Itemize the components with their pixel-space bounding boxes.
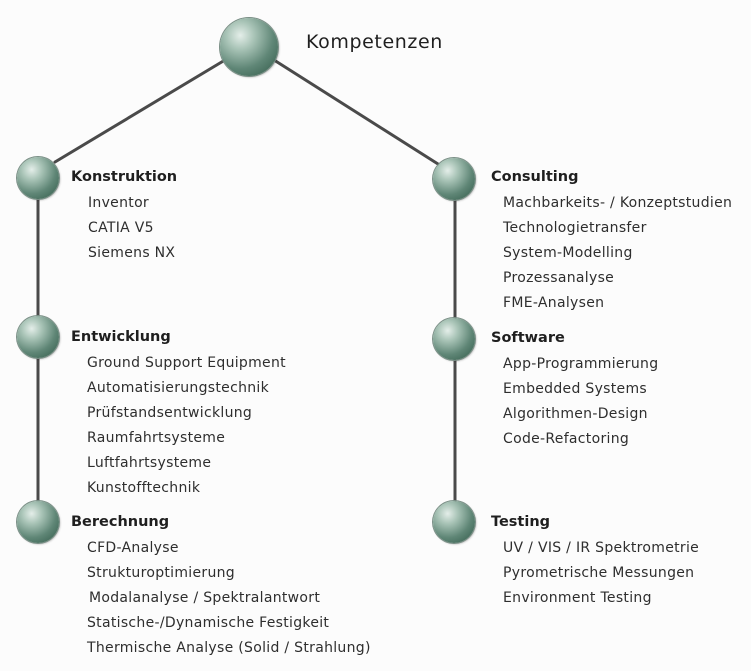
item-list-konstruktion: Inventor CATIA V5 Siemens NX: [88, 191, 177, 266]
node-consulting: [433, 158, 475, 200]
list-item: Modalanalyse / Spektralantwort: [89, 590, 321, 606]
list-item: Environment Testing: [503, 590, 652, 606]
list-item: CFD-Analyse: [87, 540, 179, 556]
group-consulting: Consulting Machbarkeits- / Konzeptstudie…: [491, 167, 732, 316]
list-item: Automatisierungstechnik: [87, 380, 270, 396]
list-item: Inventor: [88, 195, 149, 211]
list-item: Machbarkeits- / Konzeptstudien: [503, 195, 733, 211]
item-list-entwicklung: Ground Support Equipment Automatisierung…: [87, 351, 286, 501]
list-item: Prozessanalyse: [503, 270, 615, 286]
list-item: FME-Analysen: [503, 295, 605, 311]
connector-root-right: [272, 58, 440, 166]
group-software: Software App-Programmierung Embedded Sys…: [491, 328, 658, 452]
item-list-consulting: Machbarkeits- / Konzeptstudien Technolog…: [503, 191, 732, 316]
list-item: Prüfstandsentwicklung: [87, 405, 253, 421]
group-title-konstruktion: Konstruktion: [71, 169, 178, 185]
list-item: CATIA V5: [88, 220, 154, 236]
list-item: Algorithmen-Design: [503, 406, 648, 422]
list-item: Raumfahrtsysteme: [87, 430, 226, 446]
group-testing: Testing UV / VIS / IR Spektrometrie Pyro…: [491, 512, 699, 611]
connector-root-left: [53, 58, 227, 164]
group-konstruktion: Konstruktion Inventor CATIA V5 Siemens N…: [71, 167, 177, 266]
group-title-testing: Testing: [491, 514, 551, 530]
list-item: Luftfahrtsysteme: [87, 455, 212, 471]
node-konstruktion: [17, 157, 59, 199]
list-item: Technologietransfer: [503, 220, 647, 236]
list-item: Thermische Analyse (Solid / Strahlung): [87, 640, 371, 656]
list-item: Code-Refactoring: [503, 431, 630, 447]
node-entwicklung: [17, 316, 59, 358]
group-title-entwicklung: Entwicklung: [71, 329, 171, 345]
list-item: Kunstofftechnik: [87, 480, 201, 496]
root-title: Kompetenzen: [306, 31, 443, 53]
list-item: System-Modelling: [503, 245, 633, 261]
list-item: Statische-/Dynamische Festigkeit: [87, 615, 330, 631]
node-software: [433, 318, 475, 360]
item-list-software: App-Programmierung Embedded Systems Algo…: [503, 352, 658, 452]
group-berechnung: Berechnung CFD-Analyse Strukturoptimieru…: [71, 512, 371, 661]
list-item: Strukturoptimierung: [87, 565, 235, 581]
item-list-berechnung: CFD-Analyse Strukturoptimierung Modalana…: [87, 536, 371, 661]
list-item: Ground Support Equipment: [87, 355, 286, 371]
list-item: App-Programmierung: [503, 356, 659, 372]
node-testing: [433, 501, 475, 543]
group-title-consulting: Consulting: [491, 169, 579, 185]
group-entwicklung: Entwicklung Ground Support Equipment Aut…: [71, 327, 286, 501]
group-title-berechnung: Berechnung: [71, 514, 170, 530]
root-node: [220, 18, 278, 76]
item-list-testing: UV / VIS / IR Spektrometrie Pyrometrisch…: [503, 536, 699, 611]
list-item: Pyrometrische Messungen: [503, 565, 695, 581]
node-berechnung: [17, 501, 59, 543]
list-item: Embedded Systems: [503, 381, 648, 397]
group-title-software: Software: [491, 330, 565, 346]
list-item: UV / VIS / IR Spektrometrie: [503, 540, 700, 556]
list-item: Siemens NX: [88, 245, 176, 261]
